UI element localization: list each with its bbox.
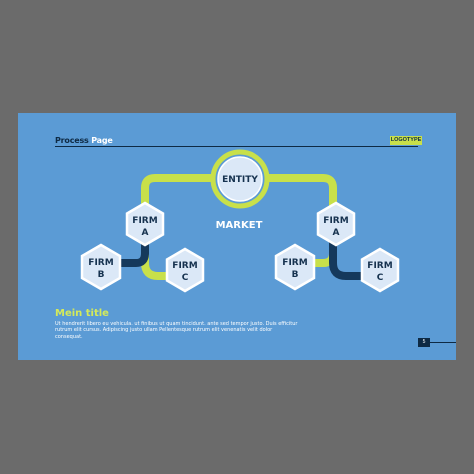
right-firm-b-label-2: B: [292, 270, 299, 280]
left-firm-b-label-2: B: [98, 270, 105, 280]
left-firm-a-label-1: FIRM: [132, 216, 157, 226]
left-firm-b-label-1: FIRM: [88, 258, 113, 268]
content-body: Ut hendrerit libero eu vehicula. ut fini…: [55, 321, 298, 340]
right-firm-a-node[interactable]: [316, 201, 356, 247]
entity-label: ENTITY: [222, 175, 258, 185]
market-label: MARKET: [216, 220, 263, 231]
right-firm-c-label-2: C: [377, 273, 384, 283]
left-firm-a-label-2: A: [142, 228, 149, 238]
logo: LOGOTYPE: [390, 136, 422, 145]
right-firm-a-label-1: FIRM: [323, 216, 348, 226]
left-firm-c-node[interactable]: [165, 247, 205, 293]
left-firm-a-to-b-connector: [103, 238, 149, 267]
left-firm-c-label-2: C: [182, 273, 189, 283]
left-firm-a-node[interactable]: [125, 201, 165, 247]
org-diagram: ENTITY MARKET FIRM A FIRM B FIRM C FIRM …: [80, 149, 400, 293]
right-firm-a-label-2: A: [333, 228, 340, 238]
right-firm-b-node[interactable]: [274, 243, 316, 291]
right-firm-b-label-1: FIRM: [282, 258, 307, 268]
right-firm-a-to-c-connector: [329, 238, 376, 280]
left-firm-c-label-1: FIRM: [172, 261, 197, 271]
content-title: Mein title: [55, 308, 109, 319]
entity-node-inner: [217, 156, 263, 202]
slide: Process Page LOGOTYPE ENTITY MARKET FIRM…: [18, 113, 456, 360]
page-number: 5: [418, 338, 430, 347]
right-firm-c-node[interactable]: [360, 247, 400, 293]
page-title: Process Page: [55, 136, 113, 145]
left-firm-b-node[interactable]: [80, 243, 122, 291]
header-divider: [55, 146, 418, 147]
right-firm-c-label-1: FIRM: [367, 261, 392, 271]
footer-divider: [430, 342, 456, 343]
